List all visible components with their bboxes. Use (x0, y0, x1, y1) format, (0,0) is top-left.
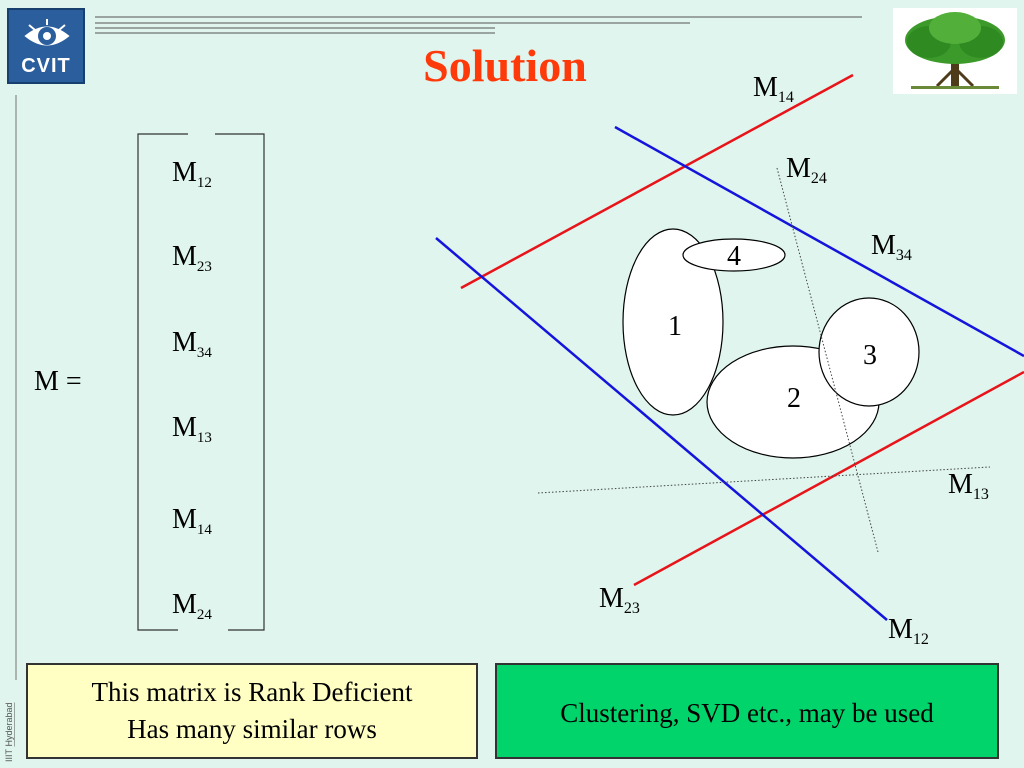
footer-prefix: IIIT (4, 749, 14, 762)
tree-logo-icon (893, 8, 1017, 94)
line-label-base: M (948, 469, 973, 500)
line-label-m34: M34 (871, 230, 912, 264)
line-label-base: M (786, 153, 811, 184)
matrix-row-sub: 24 (196, 607, 212, 623)
matrix-row-sub: 23 (196, 259, 212, 275)
line-label-sub: 12 (913, 631, 929, 648)
region-1 (622, 228, 724, 416)
line-label-sub: 14 (778, 89, 794, 106)
line-label-sub: 23 (624, 600, 640, 617)
matrix-row-m12: M12 (172, 158, 212, 192)
cvit-logo: CVIT (7, 8, 85, 84)
region-label-1: 1 (668, 311, 682, 342)
matrix-left-bracket (137, 133, 188, 631)
region-label-4: 4 (727, 241, 741, 272)
line-m23 (633, 370, 1024, 587)
matrix-row-sub: 13 (196, 430, 212, 446)
matrix-row-m23: M23 (172, 242, 212, 276)
matrix-row-m14: M14 (172, 505, 212, 539)
matrix-row-m13: M13 (172, 413, 212, 447)
line-label-base: M (753, 72, 778, 103)
matrix-lhs: M = (34, 366, 82, 397)
matrix-row-base: M (172, 241, 197, 272)
note-line-1: This matrix is Rank Deficient (91, 677, 413, 707)
matrix-row-base: M (172, 504, 197, 535)
rank-deficient-note: This matrix is Rank Deficient Has many s… (26, 663, 478, 759)
matrix-row-sub: 12 (196, 175, 212, 191)
line-label-m13: M13 (948, 469, 989, 503)
region-label-2: 2 (787, 383, 801, 414)
clustering-note-text: Clustering, SVD etc., may be used (560, 698, 934, 728)
matrix-row-base: M (172, 412, 197, 443)
matrix-row-sub: 34 (196, 345, 212, 361)
matrix-row-m34: M34 (172, 328, 212, 362)
logo-text: CVIT (21, 55, 71, 77)
line-label-m23: M23 (599, 583, 640, 617)
matrix-row-m24: M24 (172, 590, 212, 624)
line-m12 (435, 237, 888, 621)
region-label-3: 3 (863, 340, 877, 371)
line-label-base: M (888, 614, 913, 645)
matrix-right-bracket (215, 133, 265, 631)
footer-institute: IIIT Hyderabad (4, 686, 20, 762)
matrix-row-base: M (172, 589, 197, 620)
line-label-base: M (599, 583, 624, 614)
line-label-sub: 34 (896, 247, 912, 264)
line-label-sub: 24 (811, 170, 827, 187)
line-m13 (537, 466, 991, 494)
matrix-row-base: M (172, 327, 197, 358)
matrix-row-sub: 14 (196, 522, 212, 538)
region-3 (818, 297, 920, 407)
note-line-2: Has many similar rows (127, 714, 377, 744)
line-label-sub: 13 (973, 486, 989, 503)
line-m14 (460, 73, 854, 290)
matrix-row-base: M (172, 157, 197, 188)
region-4 (682, 238, 786, 272)
page-title: Solution (423, 40, 587, 91)
clustering-note: Clustering, SVD etc., may be used (495, 663, 999, 759)
line-label-m14: M14 (753, 72, 794, 106)
eye-icon (24, 19, 70, 46)
line-m34 (614, 125, 1024, 358)
line-label-base: M (871, 230, 896, 261)
line-label-m12: M12 (888, 614, 929, 648)
footer-name: Hyderabad (4, 702, 14, 747)
line-label-m24: M24 (786, 153, 827, 187)
